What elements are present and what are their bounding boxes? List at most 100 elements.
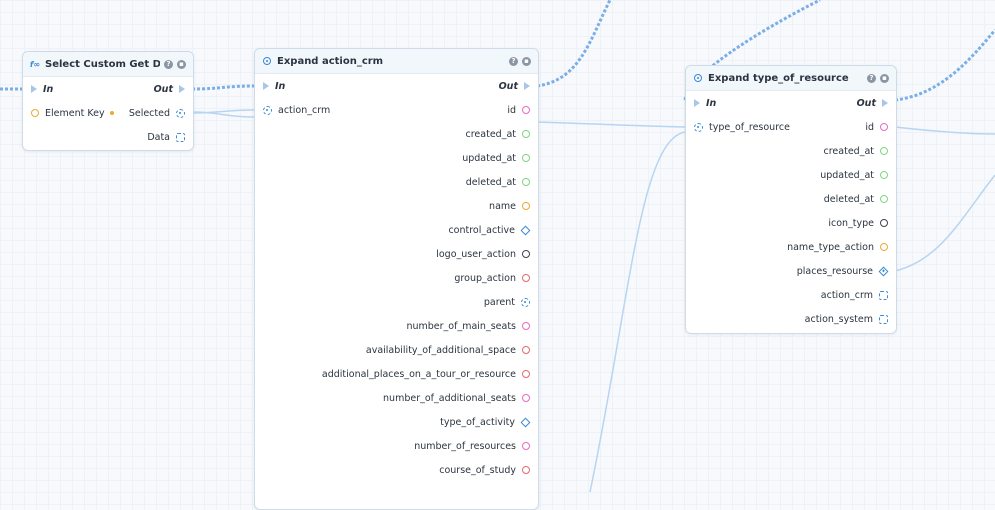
element-key-port[interactable] xyxy=(31,109,39,117)
pin-circle-port[interactable] xyxy=(522,466,530,474)
data-wire xyxy=(191,111,255,118)
output-label: created_at xyxy=(465,128,516,140)
node-header[interactable]: f∞ Select Custom Get Data ? ▪ xyxy=(23,52,193,77)
pin-array-port[interactable] xyxy=(879,314,888,324)
output-label: type_of_activity xyxy=(440,416,515,428)
pin-circle-port[interactable] xyxy=(522,154,530,162)
pin-circle-port[interactable] xyxy=(880,243,888,251)
help-icon[interactable]: ? xyxy=(509,56,518,66)
pin-row: name_type_action xyxy=(686,235,896,259)
pin-row: deleted_at xyxy=(255,170,538,194)
pin-circle-port[interactable] xyxy=(522,178,530,186)
element-key-label: Element Key xyxy=(45,107,105,119)
pin-circle-port[interactable] xyxy=(522,202,530,210)
pin-row: control_active xyxy=(255,218,538,242)
pin-row: updated_at xyxy=(255,146,538,170)
data-wire xyxy=(894,174,995,272)
output-label: number_of_main_seats xyxy=(406,320,516,332)
exec-out-port[interactable] xyxy=(524,82,530,90)
help-icon[interactable]: ? xyxy=(867,73,876,83)
pin-circle-port[interactable] xyxy=(522,106,530,114)
exec-row: In Out xyxy=(255,74,538,98)
exec-in-port[interactable] xyxy=(263,82,269,90)
exec-wire xyxy=(191,84,255,91)
pin-row: updated_at xyxy=(686,163,896,187)
pin-row: parent xyxy=(255,290,538,314)
pin-object-port[interactable] xyxy=(521,297,530,307)
pin-circle-port[interactable] xyxy=(880,195,888,203)
pin-row: course_of_study xyxy=(255,458,538,482)
help-icon[interactable]: ? xyxy=(164,59,173,69)
data-wire xyxy=(536,121,686,128)
pin-circle-port[interactable] xyxy=(880,219,888,227)
output-label: additional_places_on_a_tour_or_resource xyxy=(321,368,516,380)
input-object-port[interactable] xyxy=(263,105,272,115)
exec-wire xyxy=(536,0,612,88)
pin-row: type_of_resource id xyxy=(686,115,896,139)
pin-diamond-port[interactable] xyxy=(520,417,531,427)
exec-out-port[interactable] xyxy=(179,85,185,93)
input-label: type_of_resource xyxy=(709,121,790,133)
pin-row: action_crm xyxy=(686,283,896,307)
pin-circle-port[interactable] xyxy=(522,274,530,282)
data-port[interactable] xyxy=(176,132,185,142)
output-label: logo_user_action xyxy=(436,248,516,260)
pin-diamond-port[interactable] xyxy=(520,225,531,235)
exec-row: In Out xyxy=(23,77,193,101)
pin-row: logo_user_action xyxy=(255,242,538,266)
output-label: parent xyxy=(483,296,515,308)
pin-row: created_at xyxy=(255,122,538,146)
expand-action-crm-node[interactable]: Expand action_crm ? ▪ In Out action_crm i… xyxy=(254,48,539,510)
output-label: availability_of_additional_space xyxy=(365,344,516,356)
output-label: id xyxy=(507,104,516,116)
pin-circle-port[interactable] xyxy=(880,147,888,155)
pin-circle-port[interactable] xyxy=(522,130,530,138)
pin-circle-port[interactable] xyxy=(522,322,530,330)
comment-icon[interactable]: ▪ xyxy=(880,73,889,83)
pin-circle-port[interactable] xyxy=(522,250,530,258)
input-object-port[interactable] xyxy=(694,122,703,132)
pin-row: Data xyxy=(23,125,193,149)
comment-icon[interactable]: ▪ xyxy=(522,56,531,66)
output-label: number_of_resources xyxy=(414,440,516,452)
expand-icon xyxy=(262,56,272,66)
expand-icon xyxy=(693,73,703,83)
input-label: action_crm xyxy=(278,104,331,116)
out-label: Out xyxy=(153,83,173,95)
pin-circle-port[interactable] xyxy=(880,171,888,179)
output-label: group_action xyxy=(454,272,516,284)
in-label: In xyxy=(275,80,286,92)
output-label: icon_type xyxy=(828,217,874,229)
exec-in-port[interactable] xyxy=(694,99,700,107)
node-title: Select Custom Get Data xyxy=(45,58,160,70)
pin-circle-port[interactable] xyxy=(522,346,530,354)
pin-diamond-port[interactable] xyxy=(878,266,889,276)
pin-circle-port[interactable] xyxy=(522,394,530,402)
output-label: places_resourse xyxy=(796,265,873,277)
node-title: Expand action_crm xyxy=(277,55,384,67)
pin-circle-port[interactable] xyxy=(880,123,888,131)
node-header[interactable]: Expand type_of_resource ? ▪ xyxy=(686,66,896,91)
node-header[interactable]: Expand action_crm ? ▪ xyxy=(255,49,538,74)
output-label: name_type_action xyxy=(787,241,874,253)
pin-row: deleted_at xyxy=(686,187,896,211)
pin-row: type_of_activity xyxy=(255,410,538,434)
pin-row: number_of_main_seats xyxy=(255,314,538,338)
comment-icon[interactable]: ▪ xyxy=(177,59,186,69)
node-title: Expand type_of_resource xyxy=(708,72,849,84)
output-label: id xyxy=(865,121,874,133)
expand-type-of-resource-node[interactable]: Expand type_of_resource ? ▪ In Out type_… xyxy=(685,65,897,334)
output-label: course_of_study xyxy=(439,464,516,476)
pin-circle-port[interactable] xyxy=(522,442,530,450)
pin-row: places_resourse xyxy=(686,259,896,283)
pin-row: name xyxy=(255,194,538,218)
exec-in-port[interactable] xyxy=(31,85,37,93)
pin-row: created_at xyxy=(686,139,896,163)
pin-circle-port[interactable] xyxy=(522,370,530,378)
output-label: updated_at xyxy=(820,169,874,181)
select-custom-get-data-node[interactable]: f∞ Select Custom Get Data ? ▪ In Out Ele… xyxy=(22,51,194,151)
selected-port[interactable] xyxy=(176,108,185,118)
exec-out-port[interactable] xyxy=(882,99,888,107)
pin-row: group_action xyxy=(255,266,538,290)
pin-array-port[interactable] xyxy=(879,290,888,300)
